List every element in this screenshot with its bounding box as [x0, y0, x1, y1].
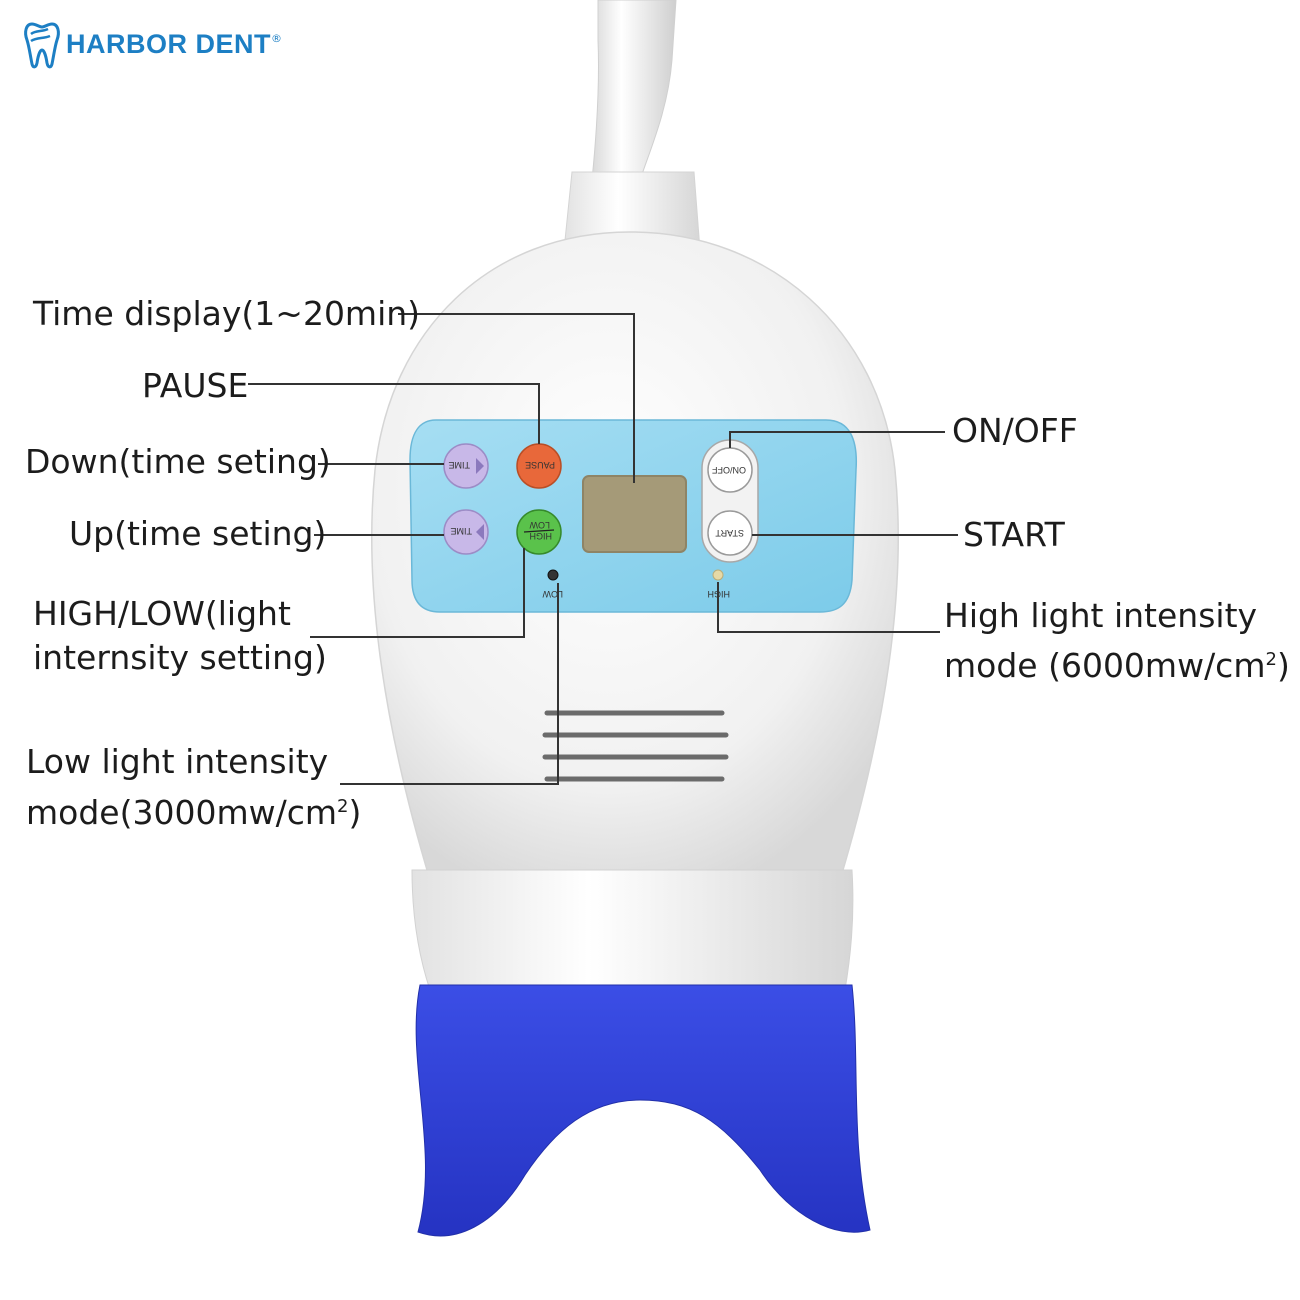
low-mode-sup: 2 — [337, 796, 349, 817]
lamp-arm — [591, 0, 677, 181]
label-high-mode-line1: High light intensity — [944, 596, 1258, 635]
time-display-screen — [582, 475, 687, 553]
start-button[interactable]: START — [707, 510, 753, 556]
on-off-button-text: ON/OFF — [712, 465, 746, 475]
pause-button-text: PAUSE — [525, 460, 555, 470]
tooth-logo-icon — [24, 22, 60, 69]
high-low-button[interactable]: HIGH LOW — [516, 509, 562, 555]
time-up-button[interactable]: TIME — [443, 509, 489, 555]
label-low-mode-line1: Low light intensity — [26, 742, 329, 781]
blue-mouthpiece — [415, 984, 871, 1237]
label-low-mode-line2: mode(3000mw/cm2) — [26, 785, 361, 835]
start-button-text: START — [715, 528, 744, 538]
low-indicator-led — [547, 569, 559, 581]
high-button-text: HIGH — [530, 531, 553, 541]
label-time-display: Time display(1~20min) — [33, 294, 421, 333]
label-high-low-line1: HIGH/LOW(light — [33, 594, 291, 633]
brand-logo: HARBOR DENT ® — [22, 14, 282, 74]
low-mode-end: ) — [348, 793, 362, 832]
label-on-off: ON/OFF — [952, 411, 1078, 450]
time-down-text: TIME — [449, 460, 471, 470]
high-mode-text: mode (6000mw/cm — [944, 646, 1266, 685]
label-up: Up(time seting) — [69, 514, 327, 553]
high-mode-sup: 2 — [1265, 649, 1277, 670]
high-mode-end: ) — [1276, 646, 1290, 685]
low-button-text: LOW — [529, 520, 550, 530]
label-high-low-line2: internsity setting) — [33, 638, 327, 677]
label-high-mode-line2: mode (6000mw/cm2) — [944, 638, 1290, 688]
label-start: START — [963, 515, 1065, 554]
high-indicator-led — [712, 569, 724, 581]
low-mode-text: mode(3000mw/cm — [26, 793, 337, 832]
pause-button[interactable]: PAUSE — [516, 443, 562, 489]
leader-lines — [248, 313, 958, 785]
time-up-text: TIME — [451, 526, 473, 536]
on-off-button[interactable]: ON/OFF — [707, 447, 753, 493]
label-pause: PAUSE — [142, 366, 249, 405]
low-indicator-label: LOW — [542, 589, 563, 599]
cooling-vent — [542, 710, 729, 782]
lamp-lower-body — [411, 869, 854, 991]
label-down: Down(time seting) — [25, 442, 331, 481]
brand-name: HARBOR DENT — [66, 28, 271, 59]
time-down-button[interactable]: TIME — [443, 443, 489, 489]
registered-mark: ® — [271, 31, 282, 45]
